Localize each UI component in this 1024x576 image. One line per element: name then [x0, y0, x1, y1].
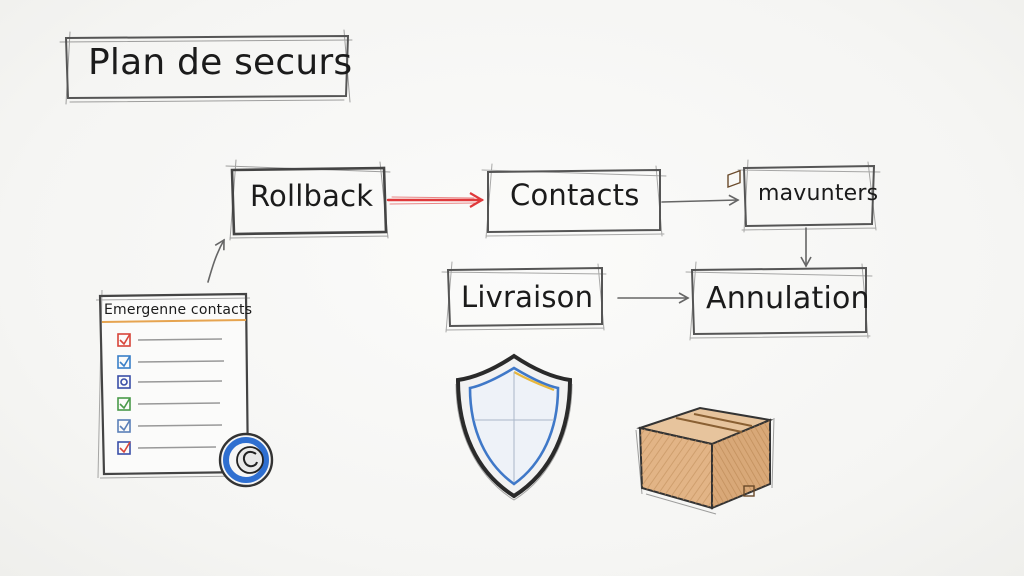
page-title: Plan de securs: [88, 42, 353, 83]
arrow-checklist-to-rollback: [207, 238, 225, 283]
rollback-box: [225, 159, 391, 241]
contacts-box: [481, 163, 667, 239]
node-label-rollback: Rollback: [250, 179, 374, 213]
arrow-contacts-to-mavunters: [661, 194, 740, 206]
node-label-annulation: Annulation: [706, 281, 870, 316]
connectors: [207, 192, 812, 304]
node-label-mavunters: mavunters: [758, 181, 879, 206]
node-label-livraison: Livraison: [461, 280, 594, 314]
annulation-box: [685, 261, 873, 341]
title-box: [59, 29, 353, 105]
cardboard-box-icon: [635, 169, 775, 515]
node-label-contacts: Contacts: [510, 178, 640, 212]
mavunters-box: [737, 159, 881, 233]
livraison-box: [441, 261, 607, 333]
shield-icon: [455, 353, 573, 501]
checklist-title: Emergenne contacts: [104, 302, 253, 318]
coin-badge-icon: [218, 432, 274, 488]
